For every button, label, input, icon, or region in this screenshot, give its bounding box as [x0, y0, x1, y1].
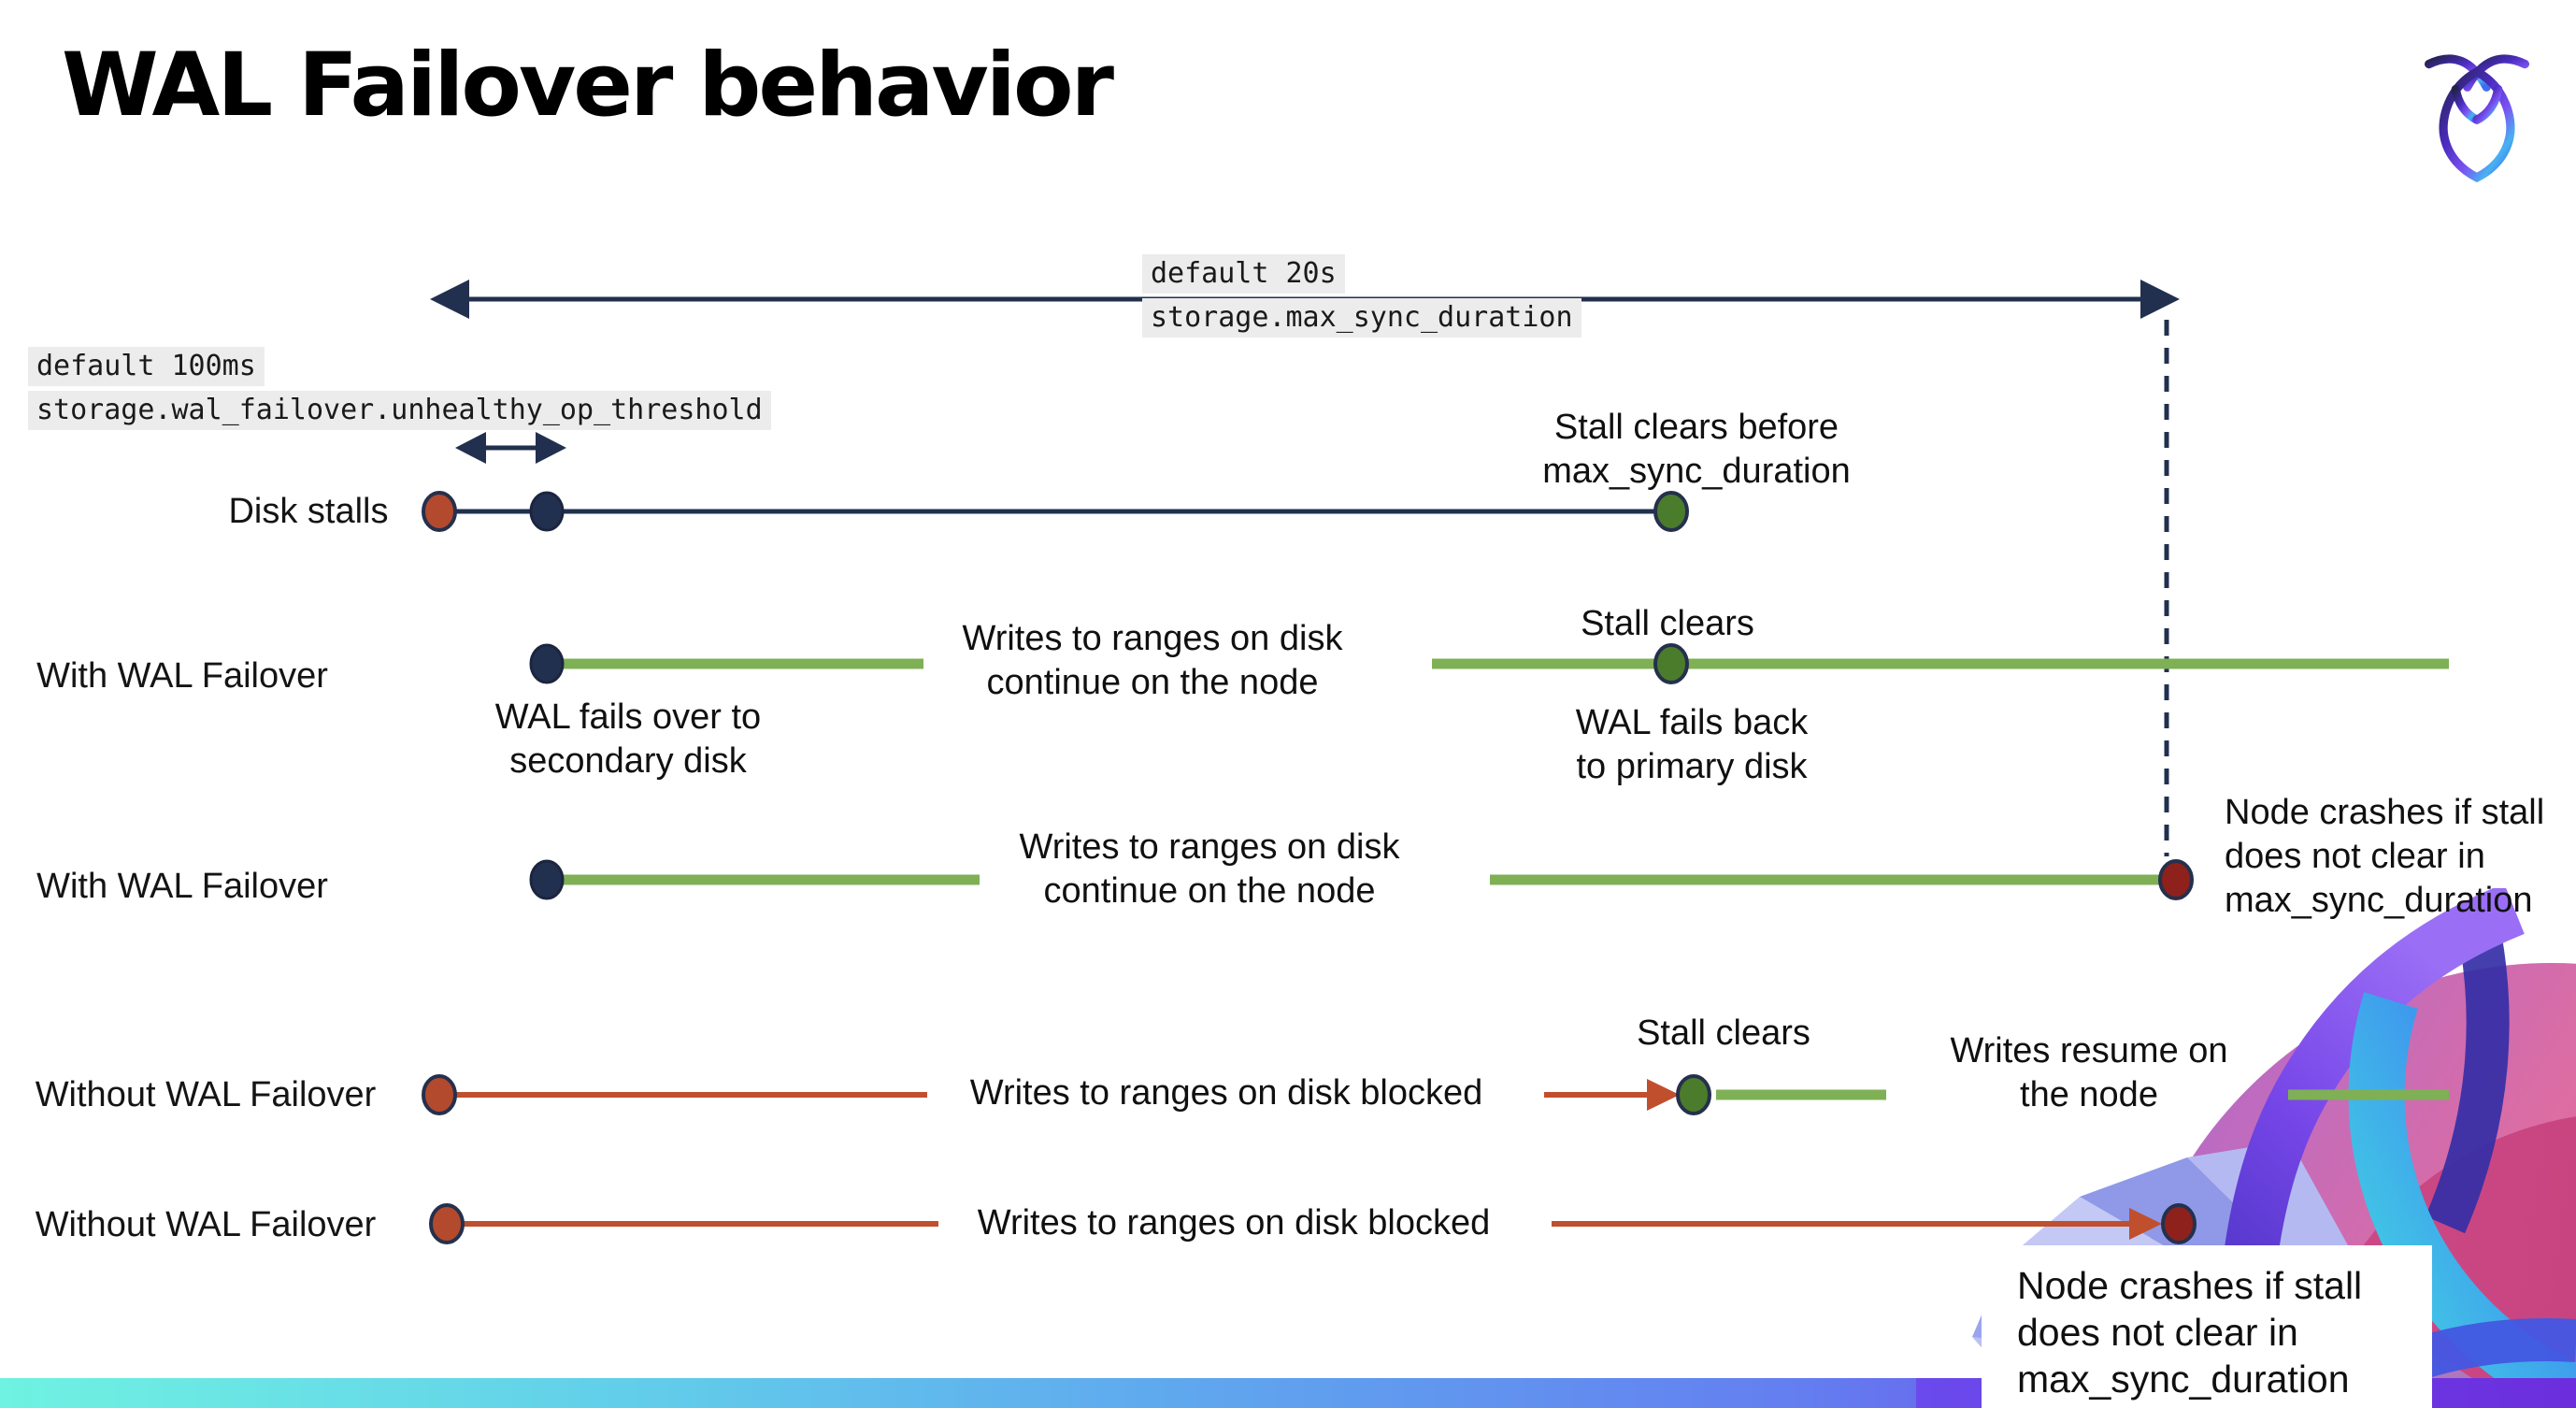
writes-blocked-note-1: Writes to ranges on disk blocked	[969, 1073, 1483, 1113]
writes-blocked-note-2: Writes to ranges on disk blocked	[977, 1203, 1491, 1243]
failover-dot	[529, 859, 565, 900]
row-label-without-wal-failover-1: Without WAL Failover	[35, 1075, 377, 1114]
stall-clears-before-note: Stall clears before max_sync_duration	[1542, 408, 1851, 491]
failover-dot	[529, 643, 565, 684]
max-sync-default-chip: default 20s	[1142, 254, 1345, 294]
timeline-with-wal-failover-1	[529, 643, 2449, 684]
max-sync-duration-label: default 20s storage.max_sync_duration	[1142, 254, 1581, 338]
wing-split-right-shape	[2472, 84, 2503, 124]
row-label-with-wal-failover-2: With WAL Failover	[36, 867, 328, 906]
stall-clear-dot	[1653, 491, 1689, 532]
crash-note-box: Node crashes if stall does not clear in …	[1982, 1245, 2432, 1408]
page-title: WAL Failover behavior	[62, 35, 1114, 136]
cockroachdb-logo-icon	[2424, 54, 2530, 183]
writes-resume-note: Writes resume on the node	[1950, 1031, 2228, 1114]
wal-fails-over-note: WAL fails over to secondary disk	[494, 697, 762, 781]
row-label-disk-stalls: Disk stalls	[228, 492, 389, 531]
threshold-setting-chip: storage.wal_failover.unhealthy_op_thresh…	[28, 391, 771, 430]
stall-start-dot	[422, 491, 457, 532]
stall-start-dot	[429, 1203, 465, 1244]
node-crashes-note-1: Node crashes if stall does not clear in …	[2225, 793, 2545, 920]
stall-clear-dot	[1653, 643, 1689, 684]
row-label-without-wal-failover-2: Without WAL Failover	[35, 1205, 377, 1244]
threshold-arrow	[455, 432, 566, 464]
stall-start-dot	[422, 1074, 457, 1115]
threshold-default-chip: default 100ms	[28, 347, 265, 386]
wal-fails-back-note: WAL fails back to primary disk	[1575, 703, 1809, 786]
max-sync-setting-chip: storage.max_sync_duration	[1142, 298, 1581, 338]
stall-clears-note-1: Stall clears	[1581, 604, 1754, 643]
row-label-with-wal-failover-1: With WAL Failover	[36, 656, 328, 696]
blocked-arrowhead	[1647, 1079, 1680, 1111]
writes-continue-note-1: Writes to ranges on disk continue on the…	[962, 619, 1343, 702]
threshold-dot	[529, 491, 565, 532]
unhealthy-op-threshold-label: default 100ms storage.wal_failover.unhea…	[28, 347, 771, 430]
node-crashes-note-2: Node crashes if stall does not clear in …	[2017, 1264, 2363, 1401]
timeline-disk-stalls	[422, 491, 1689, 532]
writes-continue-note-2: Writes to ranges on disk continue on the…	[1019, 827, 1400, 911]
stall-clears-note-2: Stall clears	[1637, 1013, 1810, 1053]
wing-split-left-shape	[2451, 84, 2482, 124]
stall-clear-dot	[1676, 1074, 1711, 1115]
